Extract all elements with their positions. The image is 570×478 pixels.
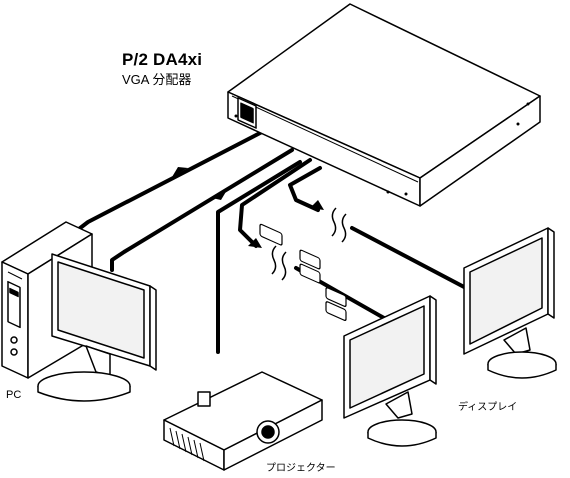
vga-port-input	[259, 223, 283, 246]
arrow-output-1	[212, 190, 227, 200]
cable-output-display-1	[238, 158, 312, 248]
distribution-amplifier-icon	[227, 3, 541, 322]
monitor-icon	[343, 295, 437, 447]
cable-pc-input	[73, 130, 264, 234]
cable-break-icon	[328, 207, 354, 243]
box-side	[419, 95, 541, 207]
cable-output-display-2b	[350, 226, 468, 290]
device-title: P/2 DA4xi	[122, 50, 203, 69]
cable-output-display-2	[288, 166, 322, 212]
arrow-input	[172, 167, 188, 177]
arrow-output-3	[310, 200, 324, 210]
device-subtitle: VGA 分配器	[122, 72, 192, 87]
cable-break-icon	[268, 245, 294, 281]
vga-port-out-2	[299, 263, 321, 284]
vga-ports	[259, 223, 347, 322]
cable-break-icons	[268, 207, 354, 281]
monitor-icon	[37, 253, 157, 402]
cable-output-projector	[216, 160, 302, 354]
cables	[73, 130, 468, 354]
display-label: ディスプレイ	[458, 402, 518, 413]
vga-port-out-4	[325, 301, 347, 322]
projector-label: プロジェクター	[266, 463, 336, 474]
cable-output-monitor	[110, 148, 294, 272]
projector-icon	[163, 371, 323, 471]
vga-port-out-1	[299, 249, 321, 270]
monitor-icon	[463, 227, 557, 379]
arrow-output-2	[248, 238, 262, 248]
vga-port-out-3	[325, 287, 347, 308]
pc-label: PC	[6, 389, 22, 401]
